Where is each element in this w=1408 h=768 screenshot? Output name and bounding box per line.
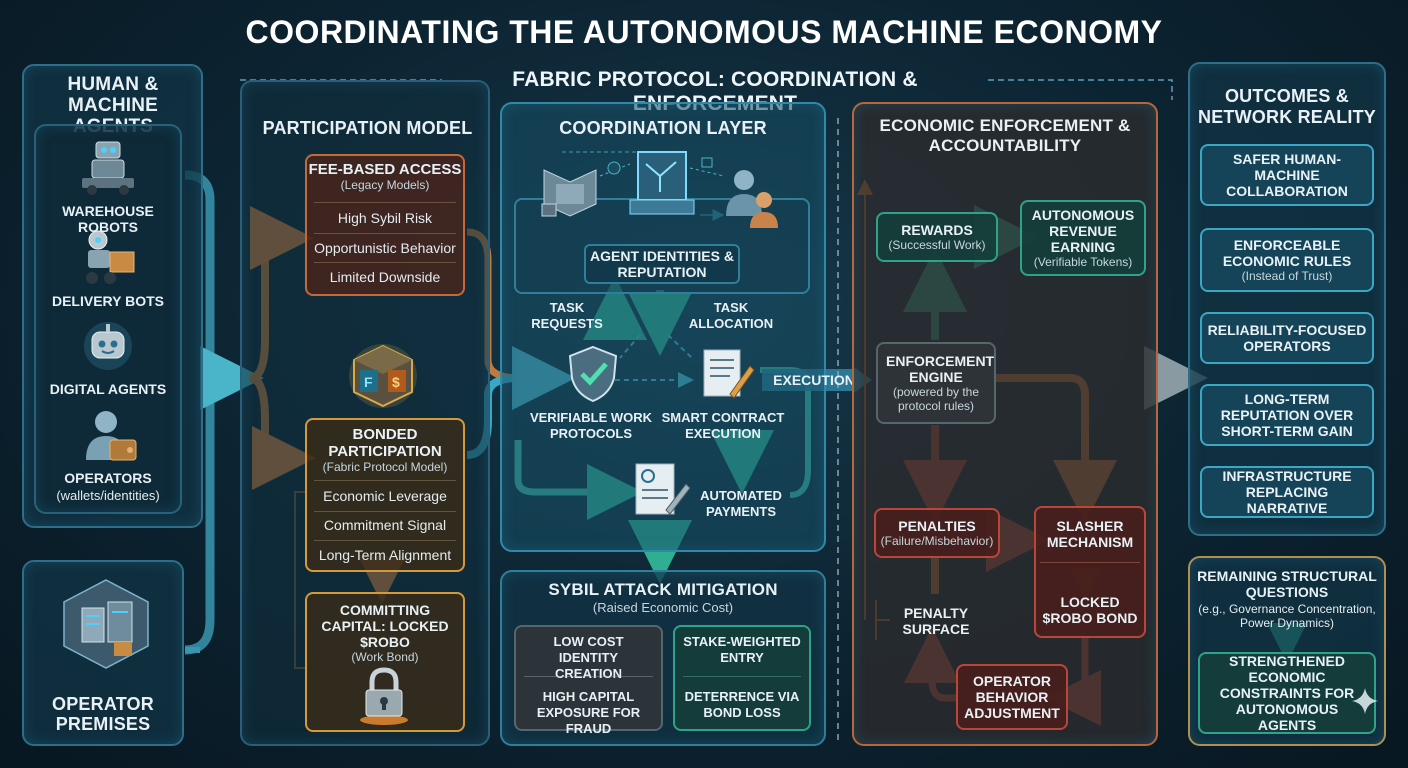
capital-subtitle: (Work Bond) (351, 650, 419, 664)
penalty-surface-label: PENALTY SURFACE (902, 605, 970, 637)
operator-premises-label: OPERATOR PREMISES (52, 694, 154, 734)
bond-item-3: Long-Term Alignment (318, 547, 452, 563)
sparkle-icon (1352, 688, 1378, 714)
revenue-box: AUTONOMOUS REVENUE EARNING (Verifiable T… (1020, 200, 1146, 276)
outcome-1-title: SAFER HUMAN-MACHINE COLLABORATION (1226, 151, 1348, 199)
svg-text:F: F (364, 374, 373, 390)
agent-warehouse-robots: WAREHOUSE ROBOTS (62, 203, 154, 235)
bond-subtitle: (Fabric Protocol Model) (322, 460, 448, 474)
task-allocation-label: TASK ALLOCATION (688, 300, 774, 331)
penalties-box: PENALTIES (Failure/Misbehavior) (874, 508, 1000, 558)
behavior-adjustment-box: OPERATOR BEHAVIOR ADJUSTMENT (956, 664, 1068, 730)
sybil-right-box (673, 625, 811, 731)
rewards-box: REWARDS (Successful Work) (876, 212, 998, 262)
smart-contract-label: SMART CONTRACT EXECUTION (661, 410, 785, 441)
outcome-5-box: INFRASTRUCTURE REPLACING NARRATIVE (1200, 466, 1374, 518)
agent-operators: OPERATORS (64, 470, 152, 486)
main-title: COORDINATING THE AUTONOMOUS MACHINE ECON… (245, 14, 1163, 50)
fee-item-2: Opportunistic Behavior (314, 240, 456, 256)
outcome-4-title: LONG-TERM REPUTATION OVER SHORT-TERM GAI… (1220, 391, 1354, 439)
enforcement-title: ECONOMIC ENFORCEMENT & ACCOUNTABILITY (879, 116, 1131, 155)
strengthened-box: STRENGTHENED ECONOMIC CONSTRAINTS FOR AU… (1198, 652, 1376, 734)
server-building-icon (63, 579, 149, 669)
agent-delivery-bots: DELIVERY BOTS (51, 293, 165, 309)
sybil-left-bottom: HIGH CAPITAL EXPOSURE FOR FRAUD (536, 689, 641, 736)
slasher-title: SLASHER MECHANISM (1046, 518, 1134, 550)
outcome-2-subtitle: (Instead of Trust) (1241, 269, 1333, 283)
verifiable-work-label: VERIFIABLE WORK PROTOCOLS (529, 410, 653, 441)
sybil-right-bottom: DETERRENCE VIA BOND LOSS (684, 689, 800, 720)
engine-title: ENFORCEMENT ENGINE (886, 353, 995, 385)
questions-subtitle: (e.g., Governance Concentration, Power D… (1198, 602, 1376, 630)
capital-title: COMMITTING CAPITAL: LOCKED $ROBO (321, 602, 449, 650)
automated-payments-label: AUTOMATED PAYMENTS (700, 488, 782, 519)
sybil-left-top: LOW COST IDENTITY CREATION (553, 634, 624, 681)
bond-item-1: Economic Leverage (323, 488, 447, 504)
fee-title: FEE-BASED ACCESS (308, 161, 462, 178)
revenue-subtitle: (Verifiable Tokens) (1033, 255, 1133, 269)
identity-network-icon (541, 151, 778, 228)
sybil-left-box (514, 625, 663, 731)
agent-digital-agents: DIGITAL AGENTS (49, 381, 167, 397)
coordination-title: COORDINATION LAYER (559, 118, 767, 138)
payment-document-icon (635, 463, 691, 515)
outcome-1-box: SAFER HUMAN-MACHINE COLLABORATION (1200, 144, 1374, 206)
bonded-participation-box: BONDED PARTICIPATION (Fabric Protocol Mo… (305, 418, 465, 572)
engine-subtitle: (powered by the protocol rules) (892, 385, 980, 413)
fee-item-1: High Sybil Risk (337, 210, 433, 226)
padlock-icon (360, 667, 408, 725)
sybil-subtitle: (Raised Economic Cost) (592, 600, 734, 615)
questions-title: REMAINING STRUCTURAL QUESTIONS (1197, 568, 1377, 600)
rewards-title: REWARDS (901, 222, 973, 238)
outcome-2-title: ENFORCEABLE ECONOMIC RULES (1222, 237, 1352, 269)
fee-based-access-box: FEE-BASED ACCESS (Legacy Models) (305, 154, 465, 296)
sybil-title: SYBIL ATTACK MITIGATION (548, 580, 778, 599)
token-cube-icon: F $ (349, 344, 417, 408)
fee-item-3: Limited Downside (329, 269, 441, 285)
operator-wallet-icon (86, 411, 137, 461)
svg-text:$: $ (392, 374, 400, 390)
enforcement-panel (852, 102, 1158, 746)
identities-label: AGENT IDENTITIES & REPUTATION (584, 244, 740, 284)
execution-label: EXECUTION (773, 372, 855, 388)
outcome-2-box: ENFORCEABLE ECONOMIC RULES (Instead of T… (1200, 228, 1374, 292)
outcomes-title: OUTCOMES & NETWORK REALITY (1198, 86, 1376, 127)
outcome-4-box: LONG-TERM REPUTATION OVER SHORT-TERM GAI… (1200, 384, 1374, 446)
strengthened-title: STRENGTHENED ECONOMIC CONSTRAINTS FOR AU… (1219, 653, 1355, 733)
robot-icon (82, 141, 134, 195)
slasher-box: SLASHER MECHANISM (1034, 506, 1146, 638)
outcome-3-title: RELIABILITY-FOCUSED OPERATORS (1207, 322, 1367, 354)
contract-pen-icon (703, 349, 755, 399)
locked-bond-label: LOCKED $ROBO BOND (1042, 594, 1138, 626)
penalties-subtitle: (Failure/Misbehavior) (880, 534, 994, 548)
outcomes-panel (1188, 62, 1386, 536)
rewards-subtitle: (Successful Work) (888, 238, 986, 252)
task-requests-label: TASK REQUESTS (531, 300, 603, 331)
shield-check-icon (568, 345, 618, 403)
operators-subtitle: (wallets/identities) (56, 488, 160, 503)
bond-item-2: Commitment Signal (323, 517, 447, 533)
outcome-5-title: INFRASTRUCTURE REPLACING NARRATIVE (1222, 468, 1352, 516)
delivery-bot-icon (86, 230, 135, 284)
sybil-right-top: STAKE-WEIGHTED ENTRY (683, 634, 801, 665)
outcome-3-box: RELIABILITY-FOCUSED OPERATORS (1200, 312, 1374, 364)
bond-title: BONDED PARTICIPATION (328, 426, 442, 460)
penalties-title: PENALTIES (898, 518, 976, 534)
adjustment-title: OPERATOR BEHAVIOR ADJUSTMENT (964, 673, 1060, 721)
fee-subtitle: (Legacy Models) (340, 178, 430, 192)
enforcement-engine-box: ENFORCEMENT ENGINE (powered by the proto… (876, 342, 996, 424)
revenue-title: AUTONOMOUS REVENUE EARNING (1031, 207, 1135, 255)
digital-agent-icon (84, 322, 132, 370)
participation-title: PARTICIPATION MODEL (262, 118, 473, 138)
